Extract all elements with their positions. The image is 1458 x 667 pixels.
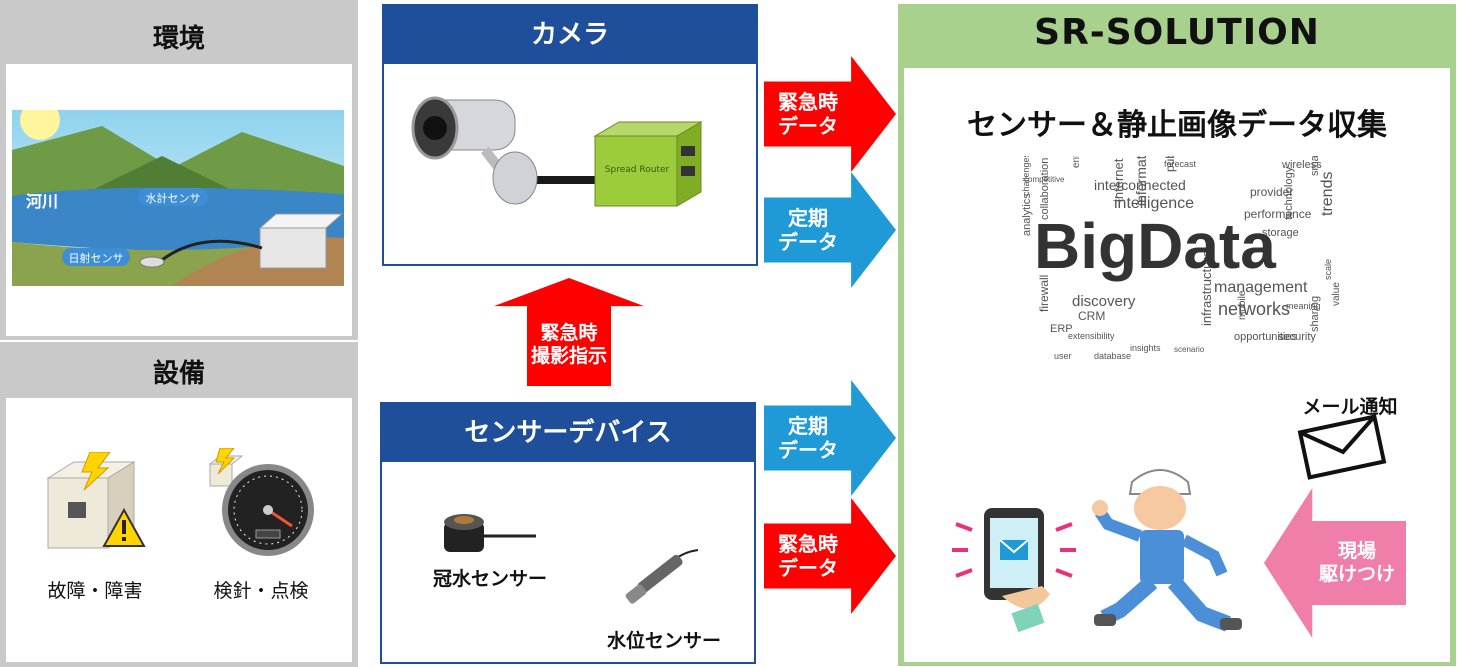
router-text: Spread Router (604, 165, 670, 175)
word-cloud-term: storage (1262, 227, 1299, 239)
fault-cabinet-icon (46, 452, 146, 549)
word-cloud-words: wireless interconnected intelligence provid… (1014, 156, 1348, 368)
word-cloud-term: wireless (1282, 159, 1322, 171)
word-cloud-term: enterprise (1071, 156, 1082, 168)
water-level-sensor-label: 水位センサー (606, 630, 721, 652)
word-cloud-term: information (1133, 156, 1149, 206)
word-cloud-term: technology (1283, 166, 1295, 220)
sun-icon (20, 110, 60, 140)
regular-data-label-top: 定期 データ (778, 206, 838, 254)
emergency-capture-label: 緊急時 撮影指示 (530, 322, 607, 367)
equipment-title: 設備 (152, 359, 205, 389)
word-cloud-term: internet (1111, 158, 1126, 202)
word-cloud-term: networks (1218, 299, 1291, 319)
word-cloud-term: extensibility (1068, 331, 1115, 341)
word-cloud-term: performance (1244, 207, 1312, 221)
environment-title: 環境 (152, 24, 205, 54)
fault-label: 故障・障害 (47, 580, 143, 602)
mail-notification-label: メール通知 (1302, 396, 1398, 418)
big-data-word-cloud: wireless interconnected intelligence provid… (1014, 156, 1348, 368)
word-cloud-term: value (1331, 282, 1342, 306)
meter-icon (208, 448, 314, 556)
word-cloud-term: scale (1323, 258, 1333, 280)
emergency-data-label-top: 緊急時 データ (778, 90, 838, 138)
word-cloud-term: mobile (1237, 290, 1248, 320)
flood-sensor-label: 冠水センサー (432, 568, 547, 590)
emergency-capture-arrow: 緊急時 撮影指示 (494, 278, 644, 386)
word-cloud-term: interconnected (1094, 177, 1186, 193)
environment-illustration (12, 110, 344, 286)
word-cloud-term: database (1094, 351, 1132, 361)
solution-subtitle: センサー＆静止画像データ収集 (967, 108, 1387, 143)
running-worker-illustration (1092, 469, 1242, 632)
word-cloud-term: scenario (1174, 345, 1205, 354)
water-sensor-label: 水計センサ (145, 192, 201, 205)
word-cloud-term: forecast (1164, 159, 1197, 169)
word-cloud-term: discovery (1072, 293, 1136, 310)
word-cloud-term: opportunities (1234, 331, 1297, 343)
word-cloud-term: trends (1319, 171, 1336, 216)
word-cloud-term: intelligence (1114, 195, 1195, 212)
flood-sensor-icon (444, 514, 536, 552)
word-cloud-term: management (1214, 279, 1308, 296)
mail-icon (1297, 414, 1387, 480)
emergency-data-label-bottom: 緊急時 データ (778, 532, 838, 580)
smartphone-notification-icon (952, 508, 1076, 632)
word-cloud-term: analytics (1021, 193, 1033, 236)
solution-title: SR-SOLUTION (1034, 12, 1320, 53)
solar-sensor-label: 日射センサ (68, 252, 124, 265)
camera-illustration (411, 96, 703, 207)
word-cloud-term: competitive (1024, 175, 1065, 184)
regular-data-arrow-top: 定期 データ (764, 172, 896, 288)
inspection-label: 検針・点検 (213, 580, 309, 602)
river-label: 河川 (26, 192, 59, 211)
field-dispatch-label: 現場 駆けつけ (1318, 540, 1395, 585)
word-cloud-term: security (1278, 331, 1316, 343)
word-cloud-term: meaning (1286, 301, 1321, 311)
regular-data-label-bottom: 定期 データ (778, 414, 838, 462)
big-data-word: BigData (1034, 210, 1276, 282)
word-cloud-term: user (1054, 351, 1072, 361)
camera-title: カメラ (384, 6, 756, 64)
word-cloud-term: CRM (1078, 309, 1106, 323)
word-cloud-term: ERP (1050, 323, 1073, 335)
emergency-data-arrow-bottom: 緊急時 データ (764, 498, 896, 614)
water-level-sensor-icon (625, 549, 699, 604)
emergency-data-arrow-top: 緊急時 データ (764, 56, 896, 172)
regular-data-arrow-bottom: 定期 データ (764, 380, 896, 496)
word-cloud-term: insights (1130, 343, 1161, 353)
word-cloud-term: provider (1250, 185, 1294, 199)
sensor-device-title: センサーデバイス (382, 404, 754, 462)
